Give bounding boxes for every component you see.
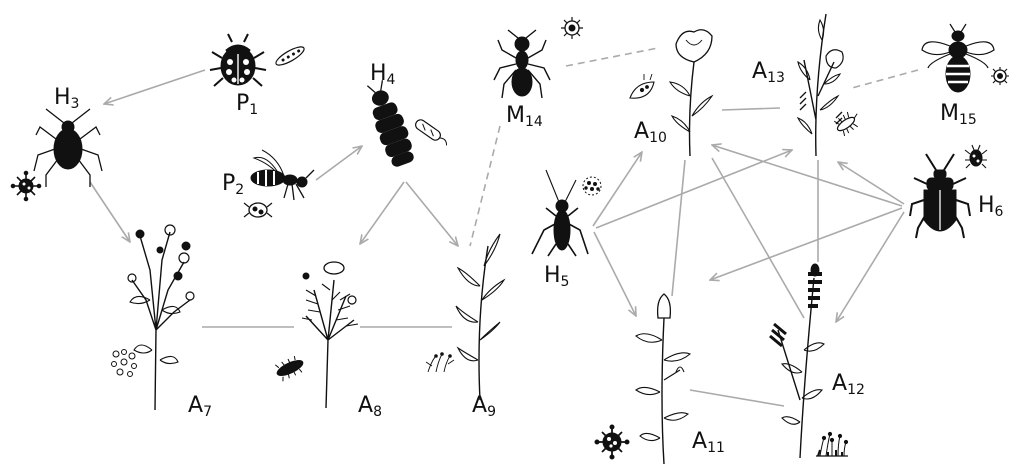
nematode-icon [274, 354, 307, 382]
edge-H3-A7 [90, 182, 130, 242]
fungus-icon [426, 353, 454, 372]
node-label-H6: H6 [978, 193, 1004, 220]
edge-M15-A13 [852, 70, 918, 88]
edge-H4-A8 [360, 182, 404, 244]
node-label-H5: H5 [544, 263, 569, 290]
edge-P1-H3 [104, 70, 205, 104]
yarrow-bouquet-icon [302, 262, 358, 408]
leaf-spot-icon [630, 74, 654, 98]
node-H5: H5 [532, 170, 601, 290]
node-label-A8: A8 [358, 393, 382, 420]
node-H4: H4 [362, 61, 451, 169]
node-A10: A10 [630, 30, 712, 156]
virus-icon [595, 425, 629, 459]
edge-P2-H4 [316, 146, 362, 180]
node-label-M14: M14 [506, 103, 543, 130]
edge-H6-A10 [712, 145, 902, 206]
bacteria-icon [414, 118, 451, 148]
virus-icon [561, 17, 583, 39]
node-H3: H3 [11, 85, 102, 201]
wasp-icon [251, 150, 314, 200]
node-label-H3: H3 [54, 85, 79, 112]
bee-icon [922, 24, 994, 92]
mite-icon [244, 203, 272, 217]
edge-H5-A11 [594, 232, 636, 316]
node-label-A10: A10 [634, 119, 667, 146]
lavender-icon [770, 264, 824, 458]
edge-H5-A10 [593, 152, 642, 226]
node-M15: M15 [922, 24, 1009, 128]
node-label-A13: A13 [752, 59, 785, 86]
node-A13: A13 [752, 14, 863, 156]
aphid-icon [34, 109, 102, 187]
wildflower-bouquet-icon [128, 225, 194, 410]
node-A12: A12 [770, 264, 865, 458]
node-label-A9: A9 [472, 393, 496, 420]
poppy-icon [670, 30, 712, 156]
edge-A11-A12 [690, 390, 784, 406]
edge-M14-A10 [566, 48, 658, 66]
node-label-A12: A12 [832, 371, 865, 398]
fungus-icon [816, 432, 848, 456]
node-label-A7: A7 [188, 393, 212, 420]
spore-cluster-icon [583, 177, 601, 195]
nematode-icon [274, 44, 307, 69]
larva-icon [362, 78, 418, 168]
node-P2: P2 [222, 150, 314, 217]
spore-cluster-icon [112, 350, 137, 377]
node-H6: H6 [910, 145, 1004, 238]
node-label-P1: P1 [236, 91, 258, 118]
node-label-H4: H4 [370, 61, 396, 88]
edge-M14-A9 [470, 126, 500, 246]
virus-icon [11, 171, 41, 201]
node-label-P2: P2 [222, 171, 244, 198]
edge-H6-A11 [710, 208, 902, 280]
ladybug-icon [210, 34, 266, 86]
node-A11: A11 [595, 294, 725, 464]
edges [90, 48, 918, 406]
leafy-stem-icon [456, 234, 504, 400]
edge-H4-A9 [406, 182, 458, 246]
cricket-icon [532, 170, 588, 256]
edge-H6-A13 [838, 162, 904, 204]
node-M14: M14 [494, 17, 583, 130]
edge-A10-A11 [672, 160, 685, 296]
virus-icon [991, 67, 1009, 85]
node-A7: A7 [112, 225, 212, 420]
edge-A10-A13 [722, 108, 780, 110]
mite-icon [965, 145, 987, 168]
node-label-M15: M15 [940, 101, 977, 128]
node-label-A11: A11 [692, 429, 725, 456]
node-P1: P1 [210, 34, 306, 118]
flowering-branch-icon [798, 14, 843, 156]
tulip-bud-icon [636, 294, 690, 464]
edge-A10-A12 [712, 158, 804, 318]
beetle-icon [910, 154, 970, 238]
node-A8: A8 [274, 262, 382, 420]
ant-icon [494, 30, 550, 98]
